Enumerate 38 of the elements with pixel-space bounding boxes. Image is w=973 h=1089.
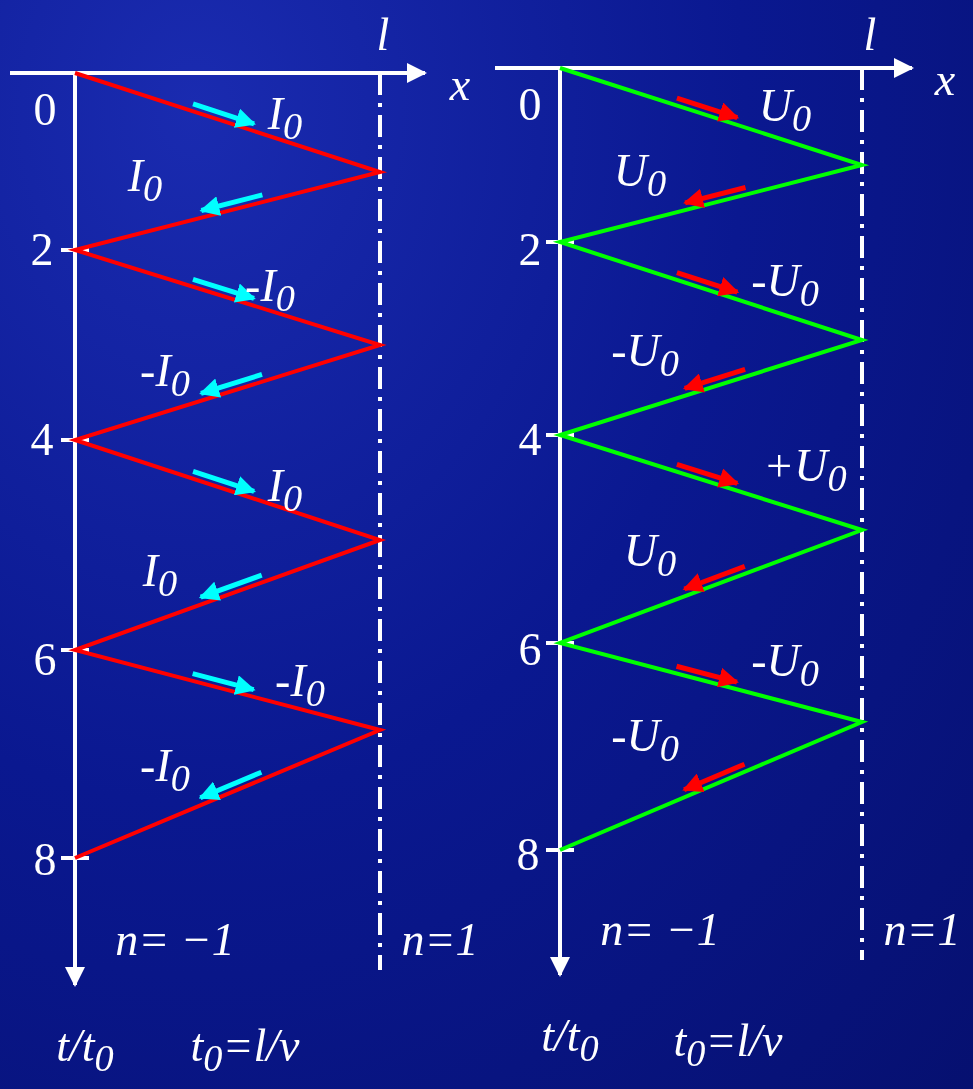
- wave-label: I$_{0}$: [142, 547, 178, 603]
- wave-label: U$_{0}$: [613, 147, 667, 203]
- tick-label: 4: [518, 417, 542, 463]
- tick-label: 2: [518, 227, 542, 273]
- boundary-label: n=1: [401, 917, 479, 963]
- tick-label: 2: [30, 227, 54, 273]
- tick-label: 8: [516, 832, 540, 878]
- wave-label: +U$_{0}$: [763, 442, 847, 498]
- axis-label: t/t$_{0}$: [56, 1022, 114, 1078]
- axis-label: l: [863, 12, 877, 58]
- tick-label: 6: [33, 637, 57, 683]
- tick-label: 8: [33, 837, 57, 883]
- wave-label: -I$_{0}$: [275, 657, 325, 713]
- axis-label: x: [449, 62, 471, 108]
- wave-label: -I$_{0}$: [245, 262, 295, 318]
- wave-label: I$_{0}$: [267, 462, 303, 518]
- wave-label: -U$_{0}$: [751, 257, 819, 313]
- wave-label: -U$_{0}$: [611, 327, 679, 383]
- wave-label: -U$_{0}$: [751, 637, 819, 693]
- wave-label: I$_{0}$: [267, 90, 303, 146]
- tick-label: 4: [30, 417, 54, 463]
- axis-label: x: [934, 57, 956, 103]
- wave-label: I$_{0}$: [127, 152, 163, 208]
- boundary-label: n= −1: [115, 917, 235, 963]
- boundary-label: n= −1: [600, 907, 720, 953]
- axis-label: t/t$_{0}$: [541, 1012, 599, 1068]
- wave-label: U$_{0}$: [623, 527, 677, 583]
- wave-label: U$_{0}$: [758, 82, 812, 138]
- wave-label: -I$_{0}$: [140, 742, 190, 798]
- wave-label: -I$_{0}$: [140, 347, 190, 403]
- formula-label: t$_{0}$=l/v: [673, 1017, 783, 1073]
- tick-label: 6: [518, 627, 542, 673]
- axis-label: l: [376, 12, 390, 58]
- tick-label: 0: [33, 87, 57, 133]
- wave-label: -U$_{0}$: [611, 712, 679, 768]
- tick-label: 0: [518, 82, 542, 128]
- formula-label: t$_{0}$=l/v: [190, 1022, 300, 1078]
- boundary-label: n=1: [883, 907, 961, 953]
